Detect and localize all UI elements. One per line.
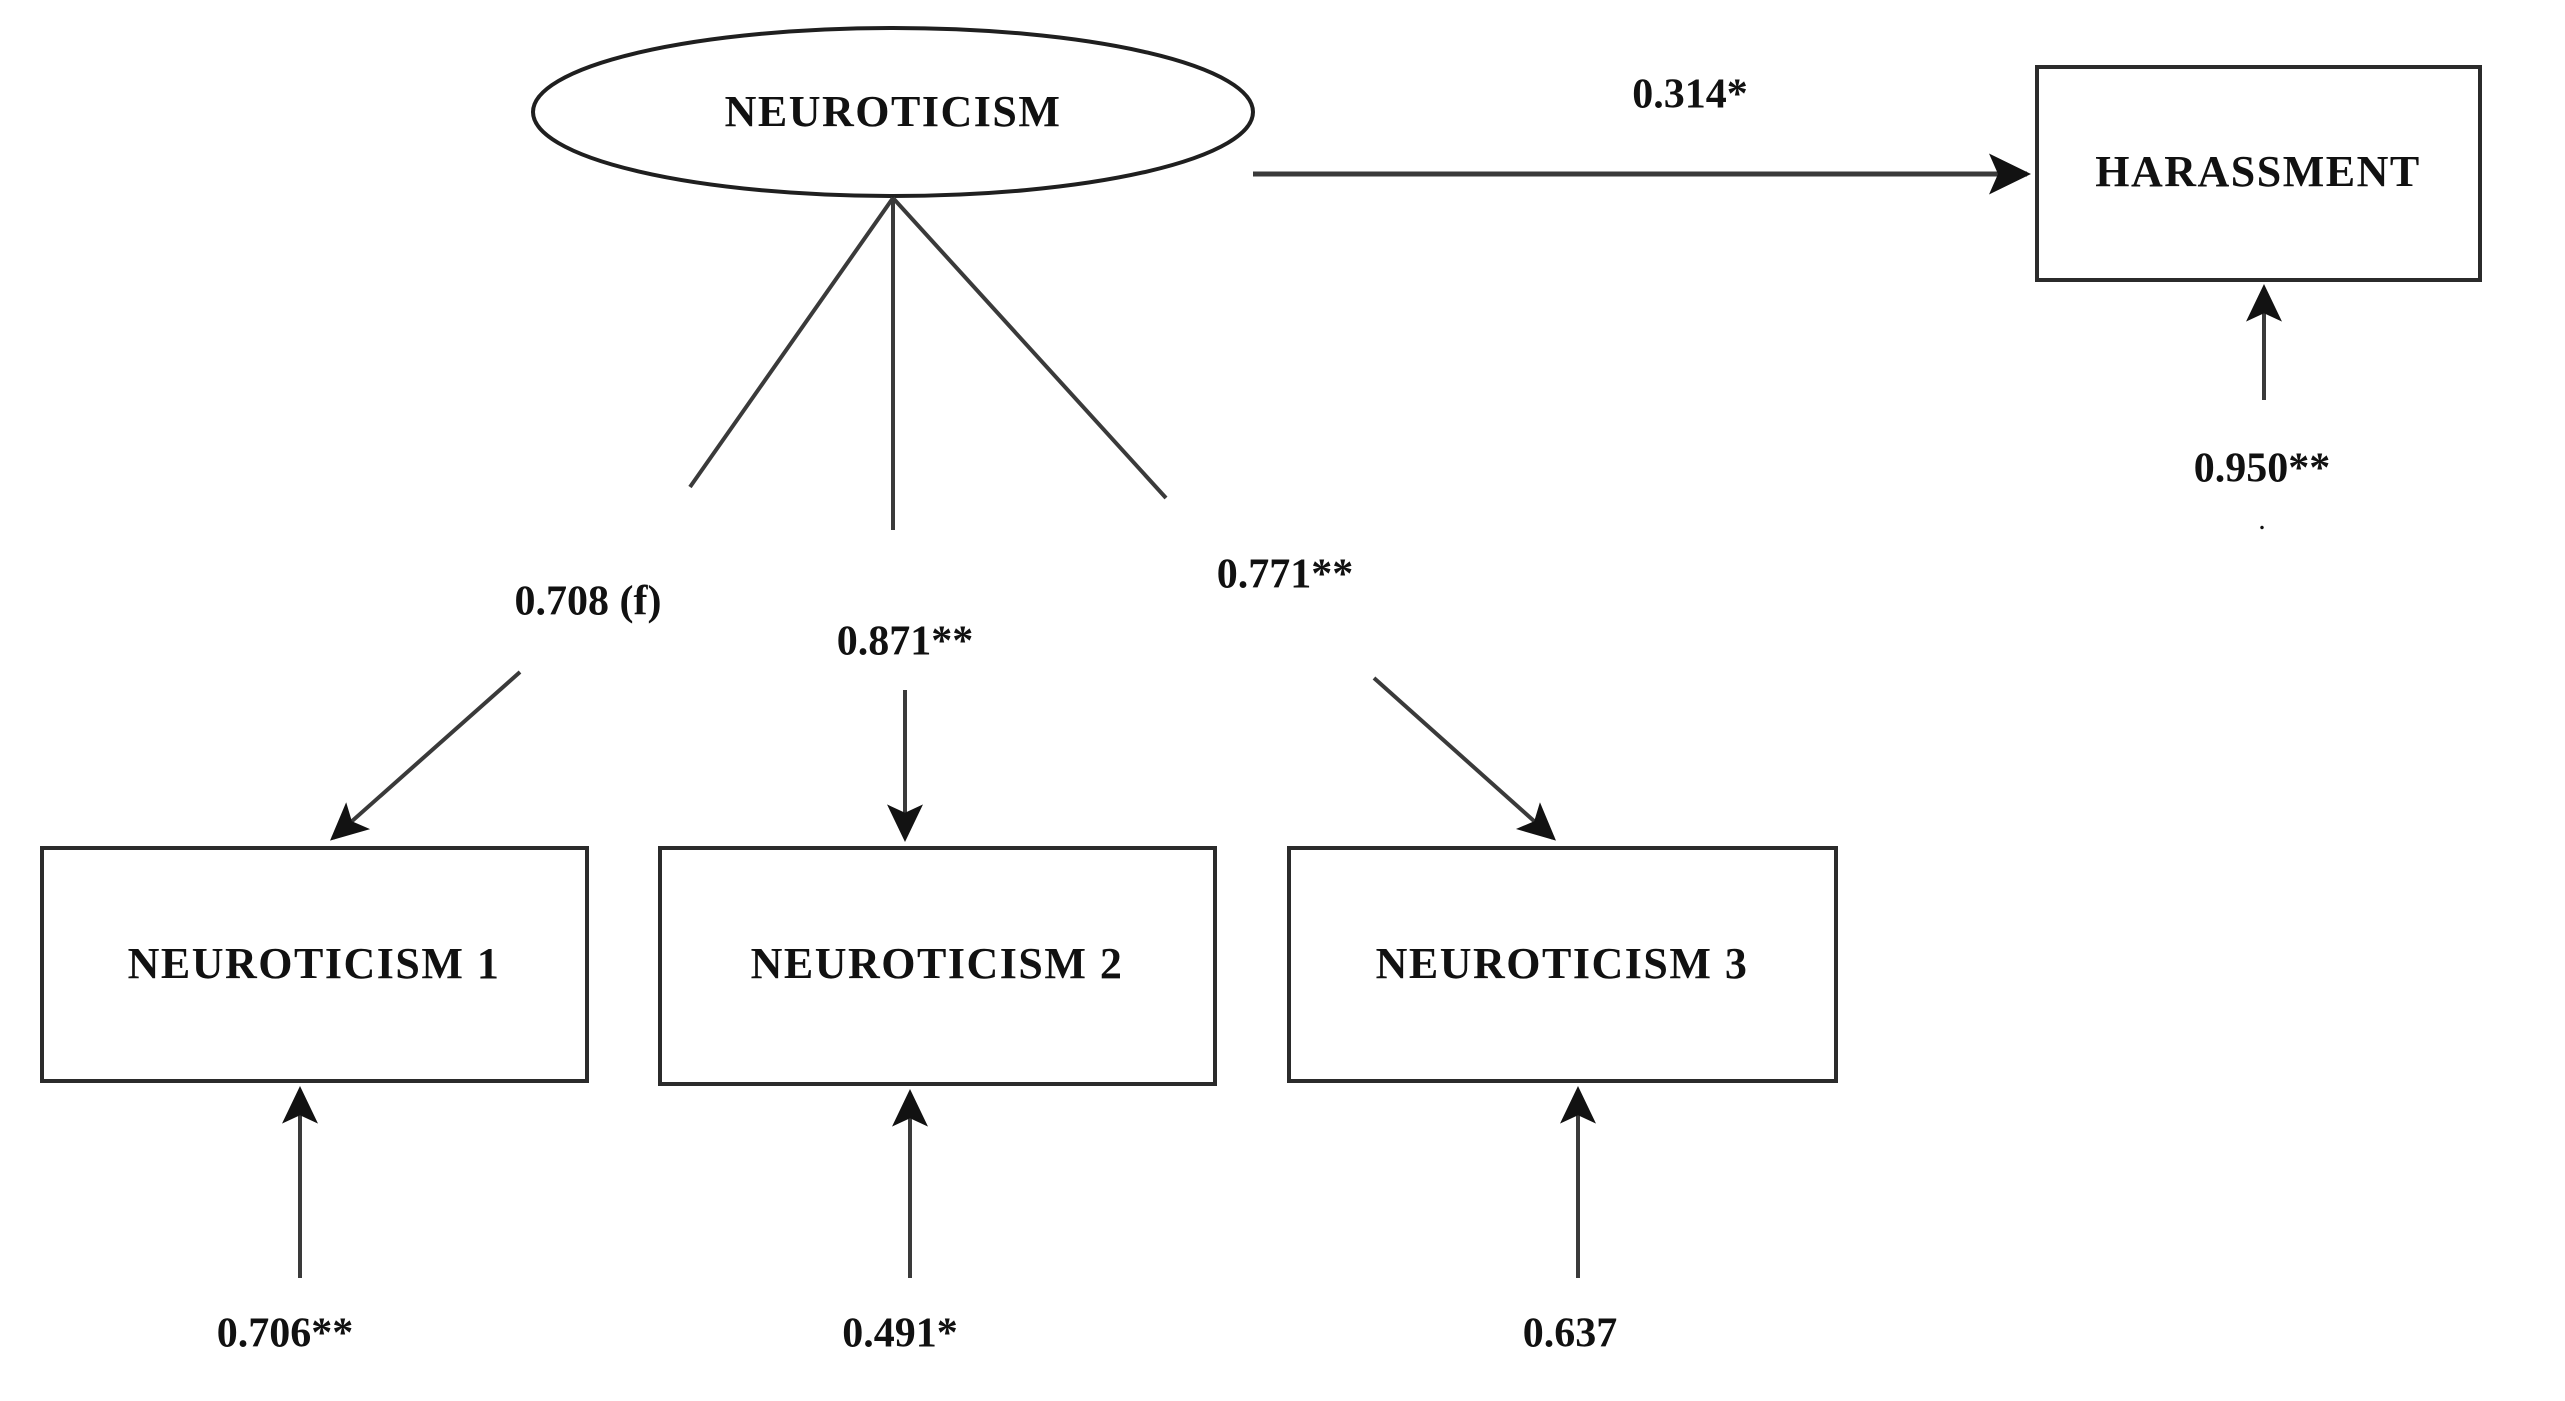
node-neuroticism-1-label: NEUROTICISM 1 [128, 939, 501, 988]
node-neuroticism-2-box[interactable] [658, 846, 1217, 1086]
edge-label-loading-3: 0.771** [1217, 552, 1354, 598]
edge-loading-1-lower [330, 670, 522, 841]
residual-harassment-sub-mark: . [2258, 503, 2266, 536]
node-neuroticism-3-label: NEUROTICISM 3 [1376, 939, 1749, 988]
edge-label-residual-neuroticism-3: 0.637 [1523, 1311, 1618, 1357]
node-neuroticism-label: NEUROTICISM [725, 87, 1062, 136]
node-neuroticism-ellipse[interactable] [531, 26, 1255, 198]
edge-label-residual-neuroticism-2: 0.491* [842, 1311, 958, 1357]
node-harassment-label: HARASSMENT [2095, 147, 2421, 196]
node-neuroticism-3-box[interactable] [1287, 846, 1838, 1083]
edge-label-loading-1: 0.708 (f) [515, 579, 662, 625]
node-neuroticism-1-box[interactable] [40, 846, 589, 1083]
edge-loading-3-upper [891, 196, 1168, 500]
edge-label-neuroticism-to-harassment: 0.314* [1632, 72, 1748, 118]
edge-label-loading-2: 0.871** [837, 619, 974, 665]
edge-loading-3-lower [1372, 676, 1556, 841]
edge-label-residual-neuroticism-1: 0.706** [217, 1311, 354, 1357]
edge-loading-1-upper [688, 196, 895, 489]
node-neuroticism-2-label: NEUROTICISM 2 [751, 939, 1124, 988]
edge-label-residual-harassment: 0.950** [2194, 446, 2331, 492]
node-harassment-box[interactable] [2035, 65, 2482, 282]
